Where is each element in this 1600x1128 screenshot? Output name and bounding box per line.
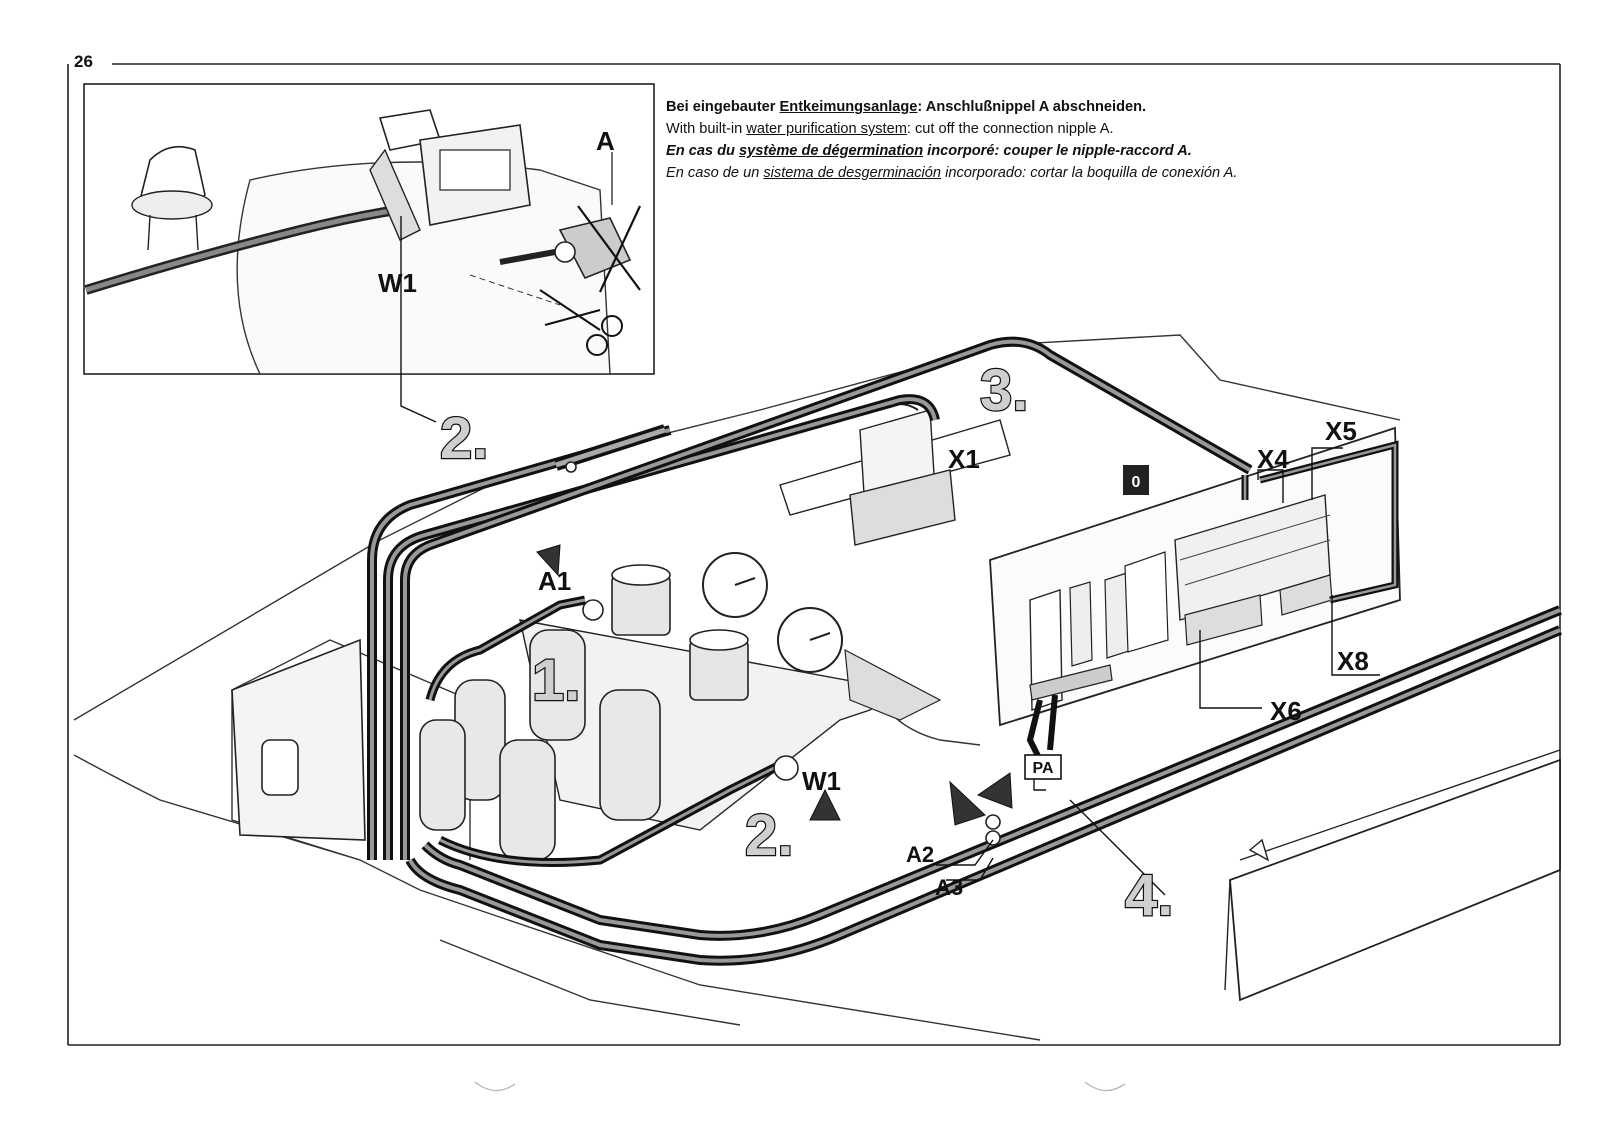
label-pa: PA — [1032, 760, 1053, 777]
instruction-german: Bei eingebauter Entkeimungsanlage: Ansch… — [666, 99, 1147, 115]
leader-lines — [936, 447, 1380, 896]
scissors-icon — [539, 289, 623, 356]
label-x8: X8 — [1337, 646, 1369, 676]
filter-cartridges — [419, 629, 661, 861]
instruction-text: Bei eingebauter Entkeimungsanlage: Ansch… — [666, 96, 1526, 184]
direction-arrows — [536, 544, 1013, 826]
label-zero: 0 — [1132, 474, 1141, 491]
label-a2: A2 — [906, 842, 934, 867]
pressure-gauge-icon — [702, 552, 843, 673]
electrical-panel: 0 — [989, 426, 1401, 727]
step-2-bottom: 2. — [745, 803, 793, 868]
label-w1: W1 — [802, 766, 841, 796]
valve-block-icon — [369, 109, 531, 241]
tank-cap-icon — [131, 145, 213, 251]
hose-fittings — [565, 461, 1001, 846]
label-x4: X4 — [1257, 444, 1289, 474]
regulator-knob-icon — [611, 564, 749, 701]
label-a: A — [596, 126, 615, 156]
label-x1: X1 — [948, 444, 980, 474]
inset-leader-line — [400, 374, 437, 423]
cross-out-icon — [577, 205, 641, 293]
arrow-a1-icon — [536, 544, 561, 577]
label-x5: X5 — [1325, 416, 1357, 446]
step-1: 1. — [532, 648, 580, 713]
arrow-w1-icon — [809, 788, 841, 821]
step-3: 3. — [980, 358, 1028, 423]
arrow-a2-icon — [949, 780, 986, 826]
label-x6: X6 — [1270, 696, 1302, 726]
binding-marks — [474, 1081, 1126, 1092]
hose-routing — [367, 336, 1562, 966]
step-4: 4. — [1125, 863, 1173, 928]
label-a3: A3 — [935, 875, 963, 900]
instruction-spanish: En caso de un sistema de desgerminación … — [666, 165, 1238, 181]
page-frame — [67, 63, 1561, 1046]
instruction-french: En cas du système de dégermination incor… — [666, 143, 1192, 159]
front-housing — [231, 638, 366, 841]
removed-front-panel — [1224, 749, 1561, 1002]
step-2-top: 2. — [440, 406, 488, 471]
label-w1-inset: W1 — [378, 268, 417, 298]
arrow-a3-icon — [976, 772, 1013, 809]
instruction-english: With built-in water purification system:… — [666, 121, 1114, 137]
inset-frame: A W1 — [83, 83, 655, 375]
label-pa-box: PA — [1024, 754, 1062, 780]
label-a1: A1 — [538, 566, 571, 596]
page-number: 26 — [74, 52, 93, 71]
circuit-board-x1 — [779, 403, 1011, 546]
